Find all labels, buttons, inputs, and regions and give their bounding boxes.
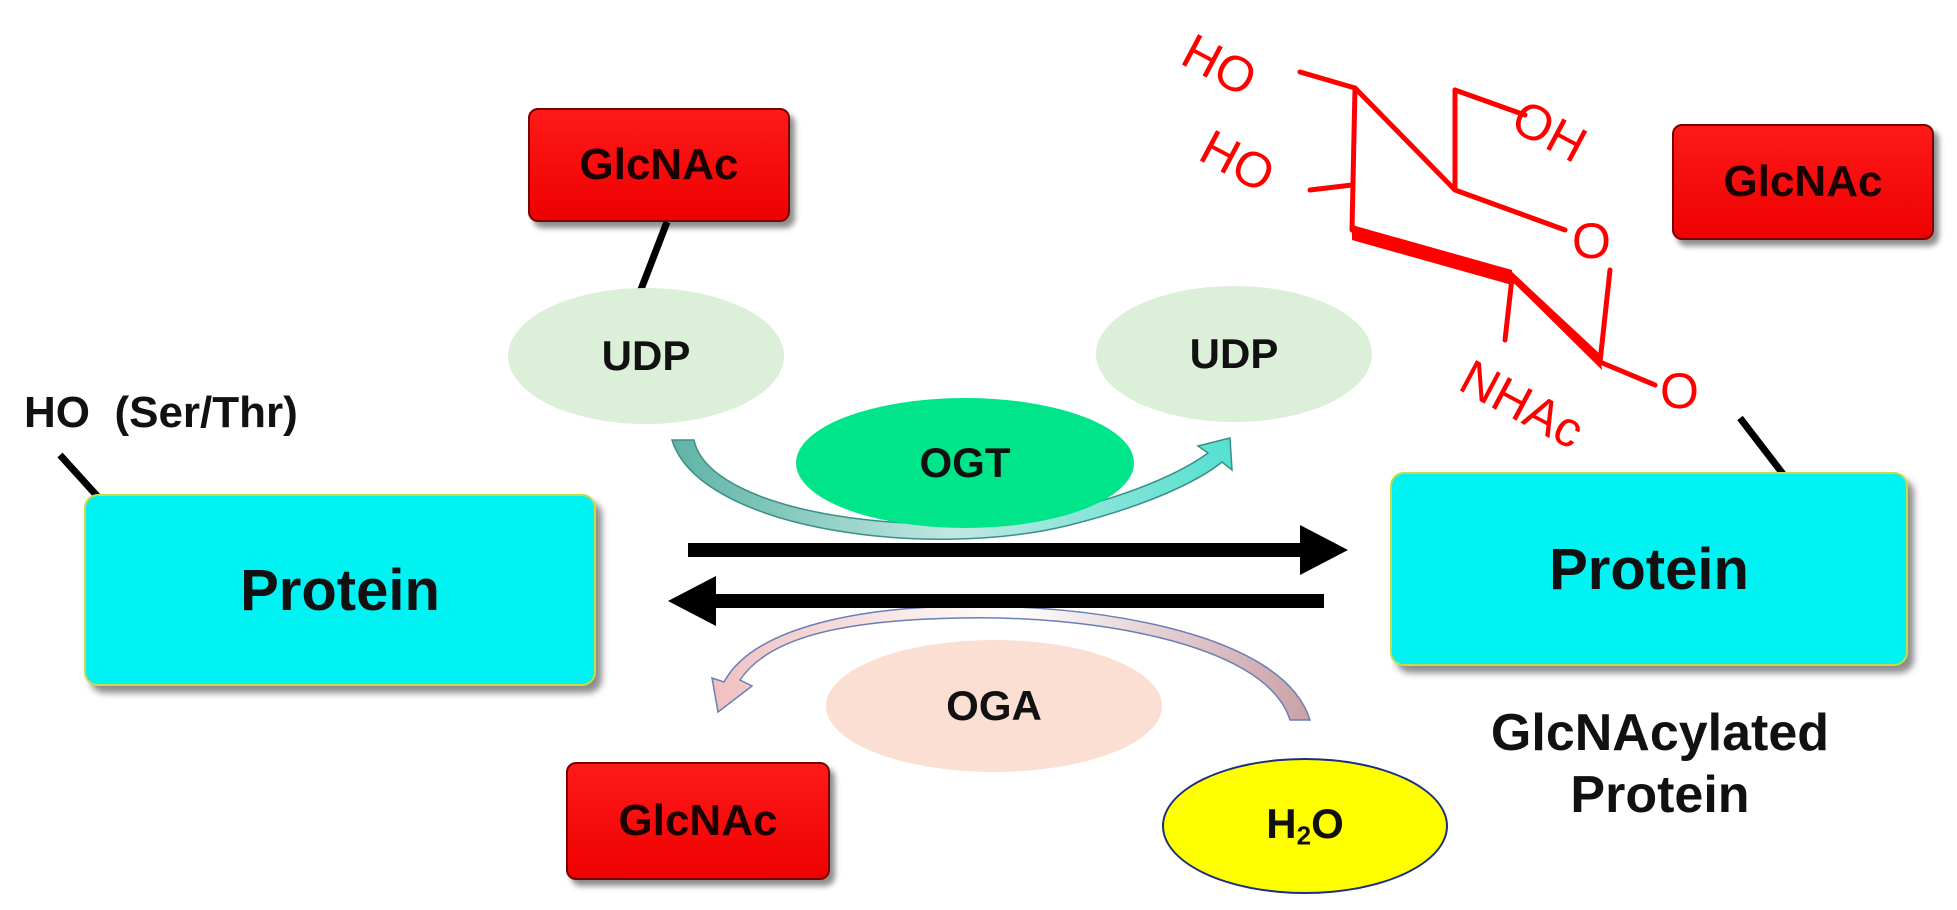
released-udp-label: UDP: [1189, 330, 1279, 377]
released-glcnac-label: GlcNAc: [618, 796, 778, 845]
caption-line-1: GlcNAcylated: [1490, 704, 1830, 762]
water-ellipse: H2O: [1162, 758, 1448, 894]
right-protein-label: Protein: [1549, 536, 1749, 602]
structure-glycosidic-o: O: [1660, 363, 1699, 419]
glcnacylated-caption: GlcNAcylated Protein: [1440, 702, 1880, 826]
oga-curved-arrow: [711, 605, 1312, 721]
oga-enzyme-ellipse: OGA: [826, 640, 1162, 772]
glcnac-structure: [1297, 69, 1658, 388]
donor-glcnac-label: GlcNAc: [579, 140, 739, 189]
donor-glcnac-box: GlcNAc: [528, 108, 790, 222]
released-glcnac-box: GlcNAc: [566, 762, 830, 880]
hydroxyl-label: HO (Ser/Thr): [24, 388, 298, 437]
glycosidic-connector: [1737, 415, 1786, 477]
arrow-right-icon: [688, 525, 1348, 575]
left-protein-label: Protein: [240, 557, 440, 623]
ogt-enzyme-ellipse: OGT: [796, 398, 1134, 528]
water-label: H2O: [1266, 800, 1344, 851]
structure-ring-o: O: [1572, 213, 1611, 269]
oga-label: OGA: [946, 682, 1042, 729]
arrow-left-icon: [668, 576, 1324, 626]
ogt-curved-arrow: [670, 437, 1233, 540]
donor-udp-label: UDP: [601, 332, 691, 379]
released-udp-ellipse: UDP: [1096, 286, 1372, 422]
donor-connector: [636, 220, 671, 294]
attached-glcnac-box: GlcNAc: [1672, 124, 1934, 240]
ogt-label: OGT: [919, 439, 1011, 486]
water-subscript: 2: [1296, 820, 1312, 851]
donor-udp-ellipse: UDP: [508, 288, 784, 424]
left-protein-box: Protein: [84, 494, 596, 686]
caption-line-2: Protein: [1570, 766, 1750, 824]
attached-glcnac-label: GlcNAc: [1723, 157, 1883, 206]
right-protein-box: Protein: [1390, 472, 1908, 666]
